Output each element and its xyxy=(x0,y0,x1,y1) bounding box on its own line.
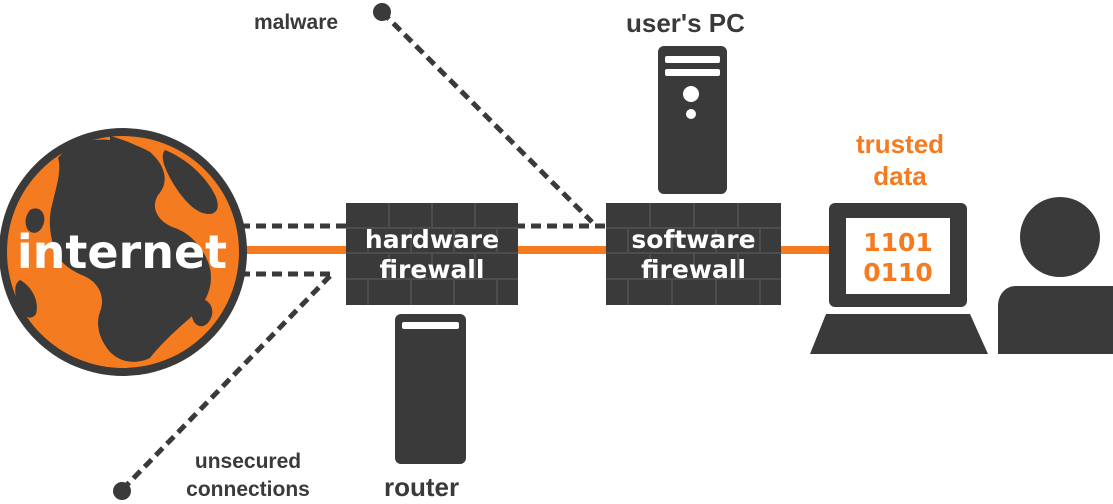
software-firewall-line-1: software xyxy=(631,225,756,254)
threat-lines xyxy=(120,10,608,492)
pc-tower-icon xyxy=(658,46,727,194)
software-firewall-line-2: firewall xyxy=(641,255,746,284)
globe-icon xyxy=(0,128,247,376)
unsecured-line-1-label: unsecured xyxy=(194,450,302,473)
user-icon xyxy=(998,197,1113,354)
trusted-data-line-1: trusted xyxy=(855,129,945,159)
router-label: router xyxy=(384,472,460,502)
binary-line-1: 1101 xyxy=(863,228,933,257)
hardware-firewall-line-2: firewall xyxy=(379,255,485,284)
trusted-data-line-2: data xyxy=(873,161,927,191)
router-tower-icon xyxy=(395,314,466,464)
users-pc-label: user's PC xyxy=(626,8,745,38)
malware-diagonal xyxy=(380,10,594,224)
hardware-firewall-line-1: hardware xyxy=(364,225,500,254)
malware-label: malware xyxy=(254,11,339,34)
hardware-firewall xyxy=(346,203,518,305)
software-firewall-label: software firewall xyxy=(606,225,781,285)
hardware-firewall-label: hardware firewall xyxy=(346,225,518,285)
software-firewall xyxy=(606,203,781,305)
unsecured-dot xyxy=(113,482,131,500)
unsecured-line-2-label: connections xyxy=(186,478,310,501)
unsecured-connections-label: unsecured connections xyxy=(178,448,318,504)
trusted-data-label: trusted data xyxy=(838,128,962,192)
laptop-icon xyxy=(810,203,988,354)
malware-dot xyxy=(373,3,391,21)
internet-label: internet xyxy=(17,225,227,279)
unsecured-diagonal xyxy=(120,274,332,492)
binary-line-2: 0110 xyxy=(863,258,933,287)
